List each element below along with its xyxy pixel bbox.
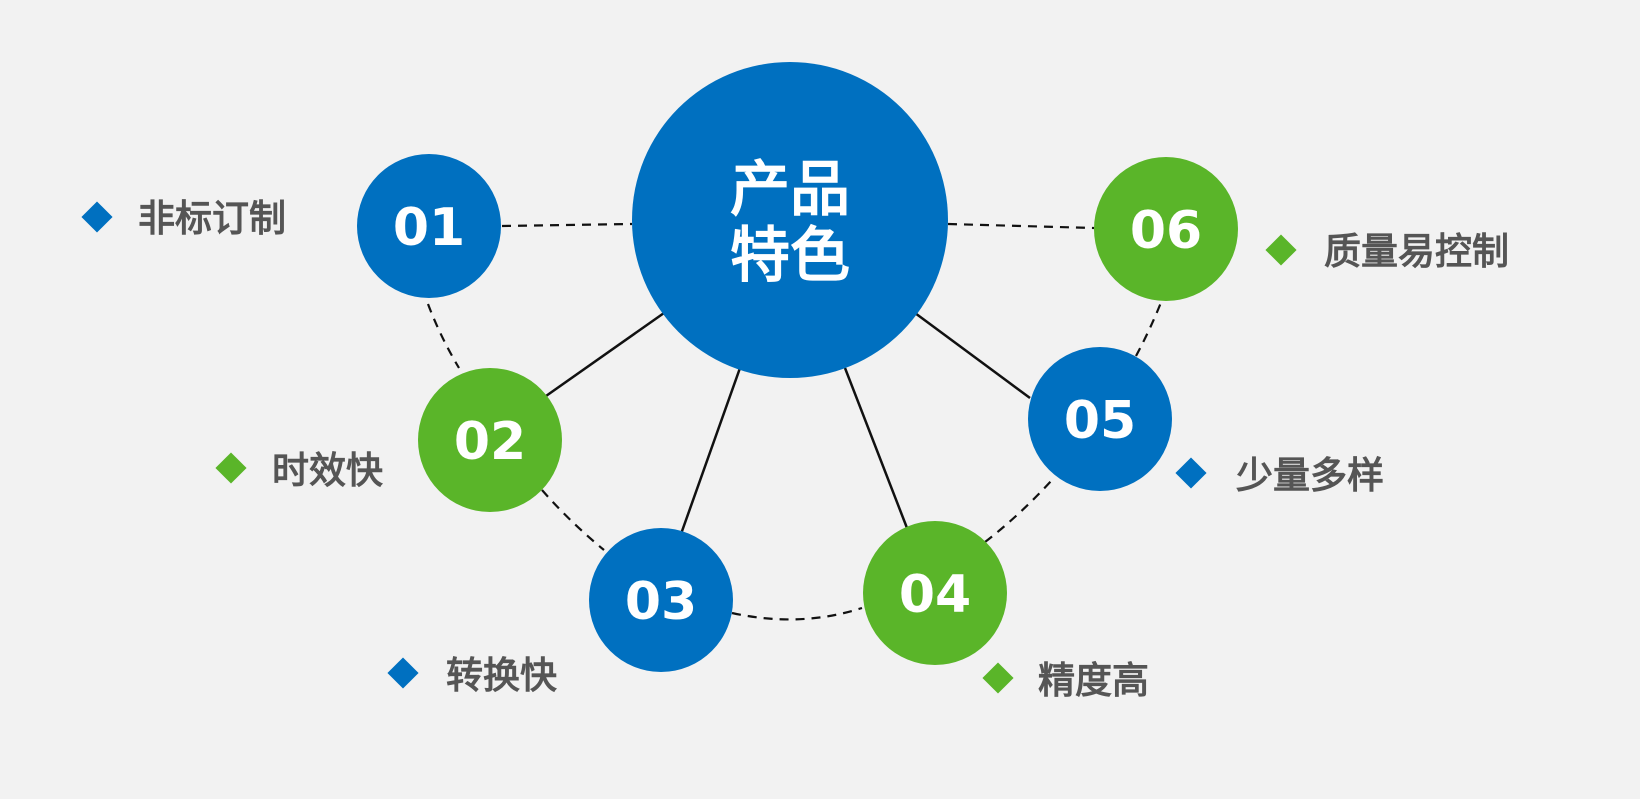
center-title-line2: 特色 [730,221,850,291]
solid-spokes [545,311,1031,535]
diamond-bullet-icon [1265,234,1297,266]
feature-node-02: 02 [418,368,562,512]
feature-label-03: 转换快 [387,654,558,697]
diamond-bullet-icon [387,657,419,689]
dash-center-06 [947,222,1095,230]
node-circle-02 [418,368,562,512]
feature-node-06: 06 [1094,157,1238,301]
feature-label-text-02: 时效快 [272,449,384,492]
spoke-04 [843,367,909,529]
node-number-04: 04 [899,565,971,625]
feature-label-text-01: 非标订制 [138,197,286,240]
spoke-03 [679,367,742,535]
spoke-05 [914,311,1031,400]
center-circle [632,62,948,378]
feature-node-03: 03 [589,528,733,672]
node-number-01: 01 [393,198,465,258]
feature-label-01: 非标订制 [81,197,286,240]
node-number-05: 05 [1064,391,1136,451]
diamond-bullet-icon [81,201,113,233]
node-number-06: 06 [1130,201,1202,261]
dash-01-center [501,222,633,228]
dash-01-02 [426,303,460,369]
feature-label-04: 精度高 [982,659,1149,702]
dash-03-04 [731,606,863,621]
feature-label-06: 质量易控制 [1265,230,1509,273]
node-number-03: 03 [625,572,697,632]
diamond-bullet-icon [1175,457,1207,489]
feature-label-text-04: 精度高 [1038,659,1149,702]
feature-node-04: 04 [863,521,1007,665]
feature-label-text-05: 少量多样 [1236,454,1384,497]
node-circle-01 [357,154,501,298]
dash-04-05 [984,479,1053,543]
dashed-connectors [426,222,1164,621]
diamond-bullet-icon [982,662,1014,694]
node-number-02: 02 [454,412,526,472]
node-circle-05 [1028,347,1172,491]
node-circle-03 [589,528,733,672]
dash-05-06 [1135,299,1164,357]
node-circle-06 [1094,157,1238,301]
feature-label-05: 少量多样 [1175,454,1384,497]
feature-label-text-03: 转换快 [446,654,558,697]
dash-02-03 [541,489,605,551]
spoke-02 [545,311,665,398]
diamond-bullet-icon [215,452,247,484]
feature-label-text-06: 质量易控制 [1324,230,1509,273]
feature-node-01: 01 [357,154,501,298]
feature-label-02: 时效快 [215,449,384,492]
center-node: 产品 特色 [632,62,948,378]
feature-node-05: 05 [1028,347,1172,491]
node-circle-04 [863,521,1007,665]
center-title-line1: 产品 [730,155,850,225]
